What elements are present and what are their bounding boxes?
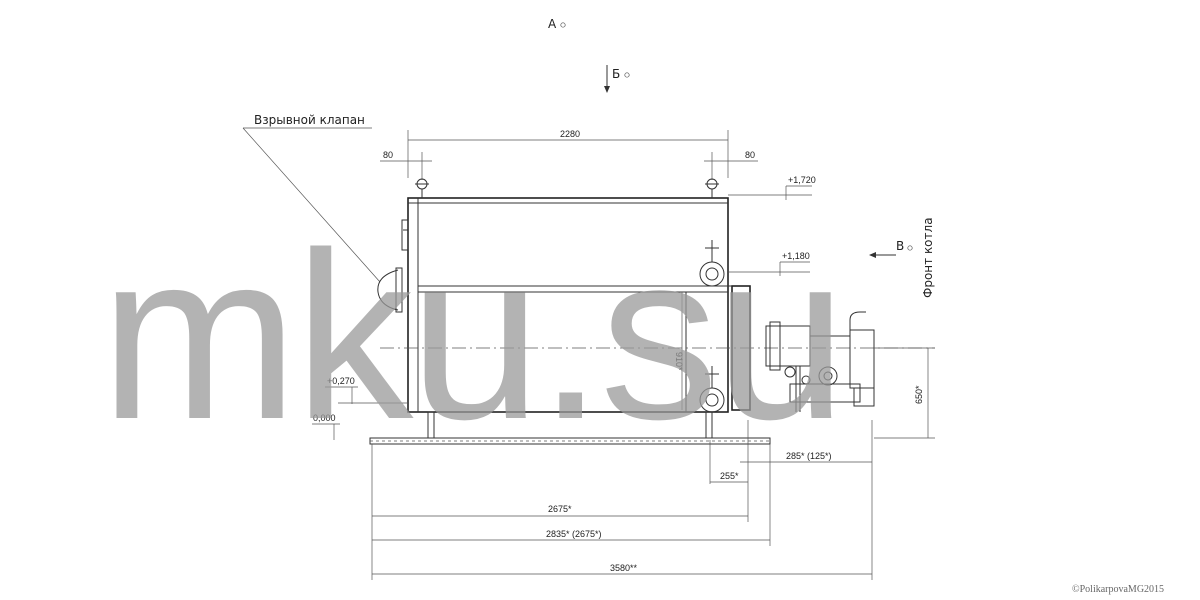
top-valve-left bbox=[415, 178, 429, 198]
callout-boiler-front: Фронт котла bbox=[921, 217, 935, 298]
view-arrow-b-head bbox=[604, 86, 610, 93]
view-label-v: В bbox=[896, 239, 904, 253]
dim-3580: 3580** bbox=[610, 563, 638, 573]
explosion-valve bbox=[377, 269, 399, 311]
front-fitting bbox=[401, 219, 409, 251]
explosion-valve-flange bbox=[395, 267, 403, 313]
callout-explosion-valve: Взрывной клапан bbox=[254, 113, 365, 127]
view-arrow-v-head bbox=[869, 252, 876, 258]
view-marker-b-dot bbox=[624, 72, 630, 78]
dim-650: 650* bbox=[914, 385, 924, 404]
elev-0270: +0,270 bbox=[327, 376, 355, 386]
callout-leader bbox=[242, 127, 381, 283]
elev-1720: +1,720 bbox=[788, 175, 816, 185]
dim-80-right: 80 bbox=[745, 150, 755, 160]
view-label-b: Б bbox=[612, 67, 620, 81]
top-valve-right bbox=[705, 178, 719, 198]
nozzle-upper bbox=[699, 240, 725, 287]
elev-1180: +1,180 bbox=[782, 251, 810, 261]
dim-2280: 2280 bbox=[560, 129, 580, 139]
dim-2675: 2675* bbox=[548, 504, 572, 514]
view-marker-a-dot bbox=[560, 22, 566, 28]
dim-2835: 2835* (2675*) bbox=[546, 529, 602, 539]
elev-0000: 0,000 bbox=[313, 413, 336, 423]
view-marker-v-dot bbox=[907, 245, 913, 251]
boiler-body bbox=[407, 197, 729, 413]
boiler-door bbox=[731, 285, 751, 411]
watermark: mku.su bbox=[100, 204, 843, 469]
view-label-a: А bbox=[548, 17, 557, 31]
burner-assembly bbox=[765, 311, 875, 412]
dim-255: 255* bbox=[720, 471, 739, 481]
copyright: ©PolikarpovaMG2015 bbox=[1072, 584, 1164, 595]
dim-285: 285* (125*) bbox=[786, 451, 832, 461]
dim-910: 910* bbox=[674, 352, 684, 371]
dim-80-left: 80 bbox=[383, 150, 393, 160]
